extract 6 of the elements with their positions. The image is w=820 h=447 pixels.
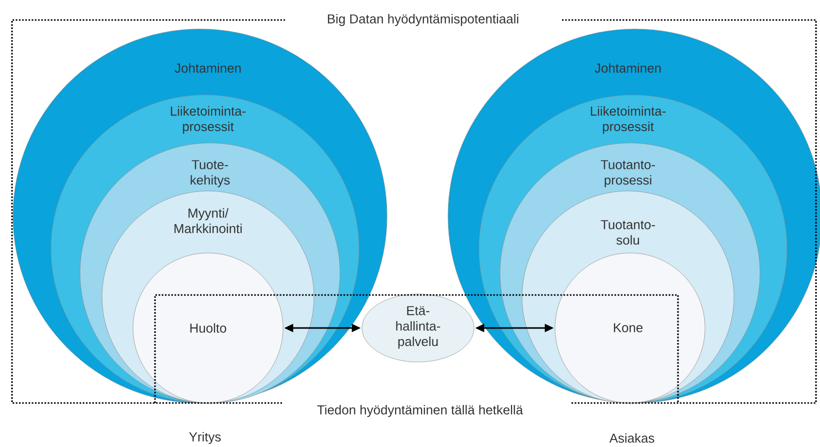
group-label: Yritys xyxy=(189,432,221,444)
circle-layer: Huolto xyxy=(132,252,284,404)
frame-label: Tiedon hyödyntäminen tällä hetkellä xyxy=(312,402,528,420)
frame-label: Big Datan hyödyntämispotentiaali xyxy=(322,10,524,30)
group-label: Asiakas xyxy=(609,433,654,443)
circle-layer: Kone xyxy=(554,252,706,404)
